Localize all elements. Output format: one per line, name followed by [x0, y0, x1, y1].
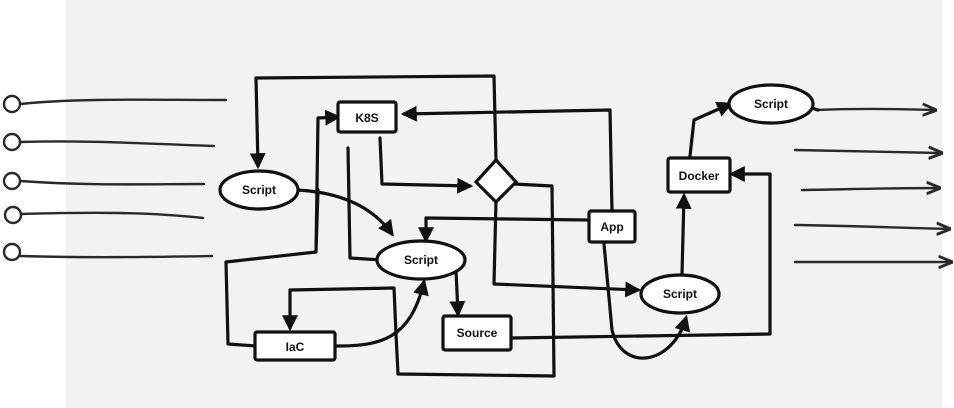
node-script-center[interactable]: Script	[375, 239, 467, 281]
node-script-top-right-label: Script	[754, 97, 788, 111]
wire-app-to-script-bottom-right	[602, 242, 691, 360]
wire-app-to-script-center	[418, 216, 590, 244]
wire-script-center-to-source	[449, 268, 466, 318]
node-script-left[interactable]: Script	[218, 169, 300, 211]
input-port-1	[2, 94, 228, 114]
output-arrows	[793, 109, 950, 262]
wire-script-left-to-script-center	[294, 188, 394, 237]
node-iac[interactable]: IaC	[253, 330, 337, 362]
wire-bottom-loop-to-diamond	[394, 182, 556, 378]
output-arrow-1	[814, 109, 934, 110]
connections	[224, 74, 820, 378]
node-source-label: Source	[457, 326, 498, 340]
output-arrow-3	[800, 188, 938, 190]
input-port-3	[2, 171, 206, 191]
node-source[interactable]: Source	[441, 314, 513, 352]
node-script-top-right[interactable]: Script	[727, 83, 815, 125]
node-k8s-label: K8S	[355, 111, 378, 125]
wire-loop-to-iac	[282, 286, 398, 336]
wire-k8s-to-diamond	[378, 136, 474, 194]
wire-source-to-docker	[510, 166, 772, 340]
node-script-bottom-right-label: Script	[663, 287, 697, 301]
wire-script-bottom-right-to-docker	[675, 192, 692, 276]
output-arrow-2	[793, 150, 940, 153]
node-k8s[interactable]: K8S	[336, 100, 398, 134]
wire-app-to-k8s	[400, 105, 614, 214]
junction-diamond	[473, 157, 519, 205]
wire-k8s-to-script-center	[346, 146, 384, 262]
node-iac-label: IaC	[286, 340, 305, 354]
input-port-4	[3, 205, 205, 225]
input-ports	[2, 94, 228, 262]
wire-docker-to-script-top-right	[688, 101, 733, 158]
wire-diamond-to-script-bottom-right	[492, 198, 642, 298]
node-docker-label: Docker	[679, 169, 720, 183]
node-script-left-label: Script	[242, 183, 276, 197]
input-port-2	[2, 132, 216, 152]
node-app[interactable]: App	[587, 209, 637, 244]
node-app-label: App	[600, 220, 623, 234]
wire-iac-to-script-center	[334, 278, 429, 348]
input-port-5	[2, 242, 214, 262]
node-docker[interactable]: Docker	[666, 156, 732, 194]
node-script-center-label: Script	[404, 253, 438, 267]
wire-diamond-to-script-left	[249, 74, 498, 170]
node-script-bottom-right[interactable]: Script	[639, 273, 721, 315]
wire-script-left-loop-to-k8s	[224, 117, 338, 348]
output-arrow-4	[793, 225, 948, 229]
